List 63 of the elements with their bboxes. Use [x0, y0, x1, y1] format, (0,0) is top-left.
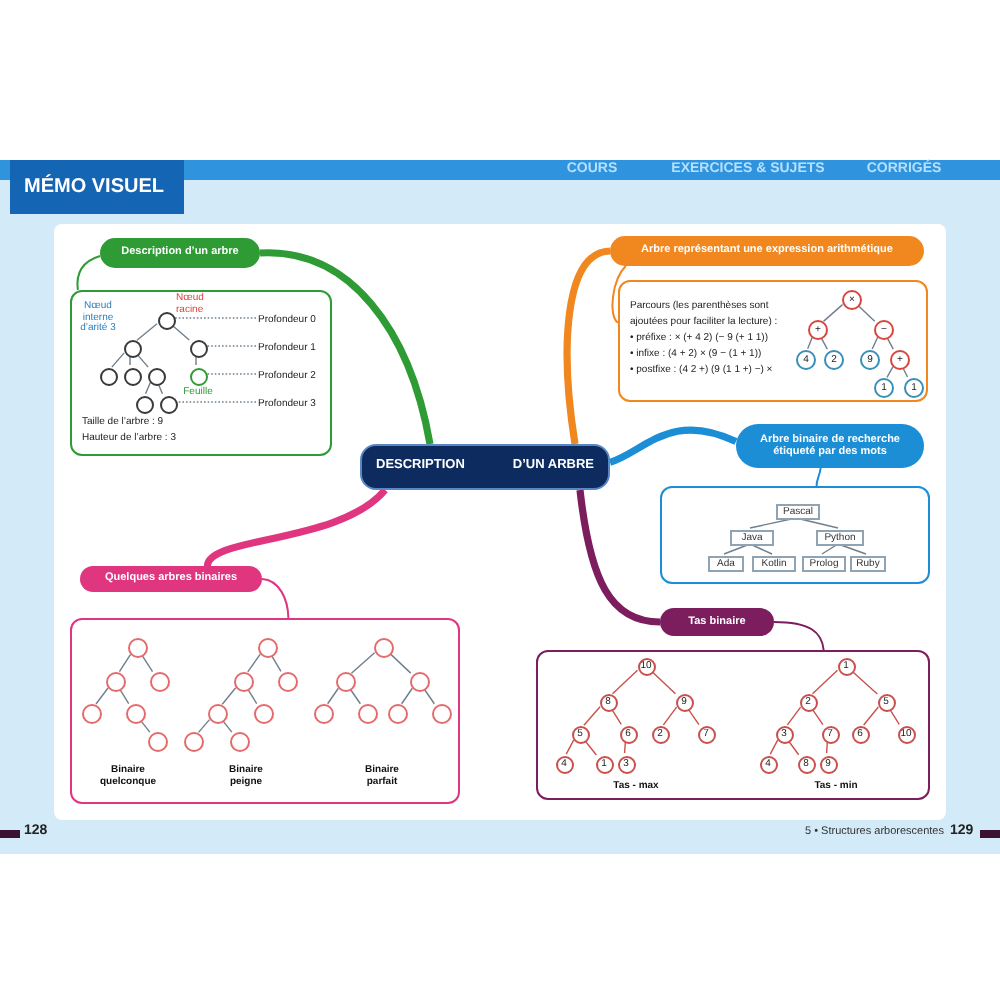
- branch-connector: [576, 489, 661, 626]
- topic-panel: [618, 280, 928, 402]
- tree-edge-line: [326, 687, 340, 705]
- tree-edge-line: [135, 352, 149, 368]
- connector-line: [611, 265, 627, 324]
- connector-line: [773, 621, 825, 651]
- tree-edge-line: [821, 543, 839, 555]
- tree-edge-line: [786, 706, 802, 726]
- tree-edge-line: [649, 669, 677, 695]
- tree-edge-line: [862, 706, 880, 726]
- tree-edge-line: [611, 669, 639, 695]
- tree-edge-line: [888, 706, 900, 726]
- topic-panel: [536, 650, 930, 800]
- tree-edge-line: [886, 366, 894, 378]
- dotted-leader-line: [174, 401, 257, 403]
- tree-edge-line: [118, 653, 132, 673]
- branch-connector: [204, 487, 388, 568]
- tree-edge-line: [565, 739, 575, 755]
- tree-edge-line: [350, 651, 376, 675]
- tree-edge-line: [129, 354, 131, 366]
- tree-edge-line: [662, 706, 678, 726]
- tree-edge-line: [686, 706, 700, 726]
- tree-edge-line: [723, 543, 751, 555]
- tree-edge-line: [111, 352, 125, 368]
- tree-edge-line: [822, 303, 844, 323]
- connector-line: [76, 255, 101, 291]
- tree-edge-line: [144, 381, 152, 395]
- tree-edge-line: [807, 336, 813, 350]
- tree-edge-line: [811, 669, 839, 695]
- tree-edge-line: [221, 687, 237, 705]
- section-title-tab: MÉMO VISUEL: [10, 160, 184, 214]
- tree-edge-line: [749, 543, 773, 555]
- tree-edge-line: [856, 304, 876, 322]
- tree-edge-line: [810, 706, 824, 726]
- tree-edge-line: [400, 687, 414, 705]
- tree-edge-line: [582, 738, 598, 756]
- connector-line: [815, 467, 822, 487]
- dotted-leader-line: [204, 373, 257, 375]
- tree-edge-line: [195, 354, 197, 366]
- dotted-leader-line: [172, 317, 257, 319]
- central-topic-panel: [360, 444, 610, 490]
- tree-edge-line: [871, 336, 879, 350]
- tree-edge-line: [388, 652, 412, 674]
- tree-edge-line: [786, 738, 800, 756]
- connector-line: [261, 578, 290, 619]
- tree-edge-line: [769, 739, 779, 755]
- tree-edge-line: [170, 323, 190, 341]
- tree-edge-line: [610, 706, 622, 726]
- tree-edge-line: [850, 669, 878, 695]
- topic-panel: [70, 290, 332, 456]
- branch-connector: [608, 426, 738, 466]
- tree-edge-line: [583, 706, 601, 726]
- topic-panel: [660, 486, 930, 584]
- topic-panel: [70, 618, 460, 804]
- tree-edge-line: [901, 366, 909, 378]
- tree-edge-line: [136, 323, 158, 341]
- dotted-leader-line: [204, 345, 257, 347]
- branch-connector: [563, 247, 611, 445]
- tree-edge-line: [197, 718, 211, 734]
- tree-edge-line: [247, 653, 261, 673]
- tree-edge-line: [837, 543, 867, 555]
- branch-connector: [259, 249, 434, 445]
- tree-edge-line: [95, 687, 109, 705]
